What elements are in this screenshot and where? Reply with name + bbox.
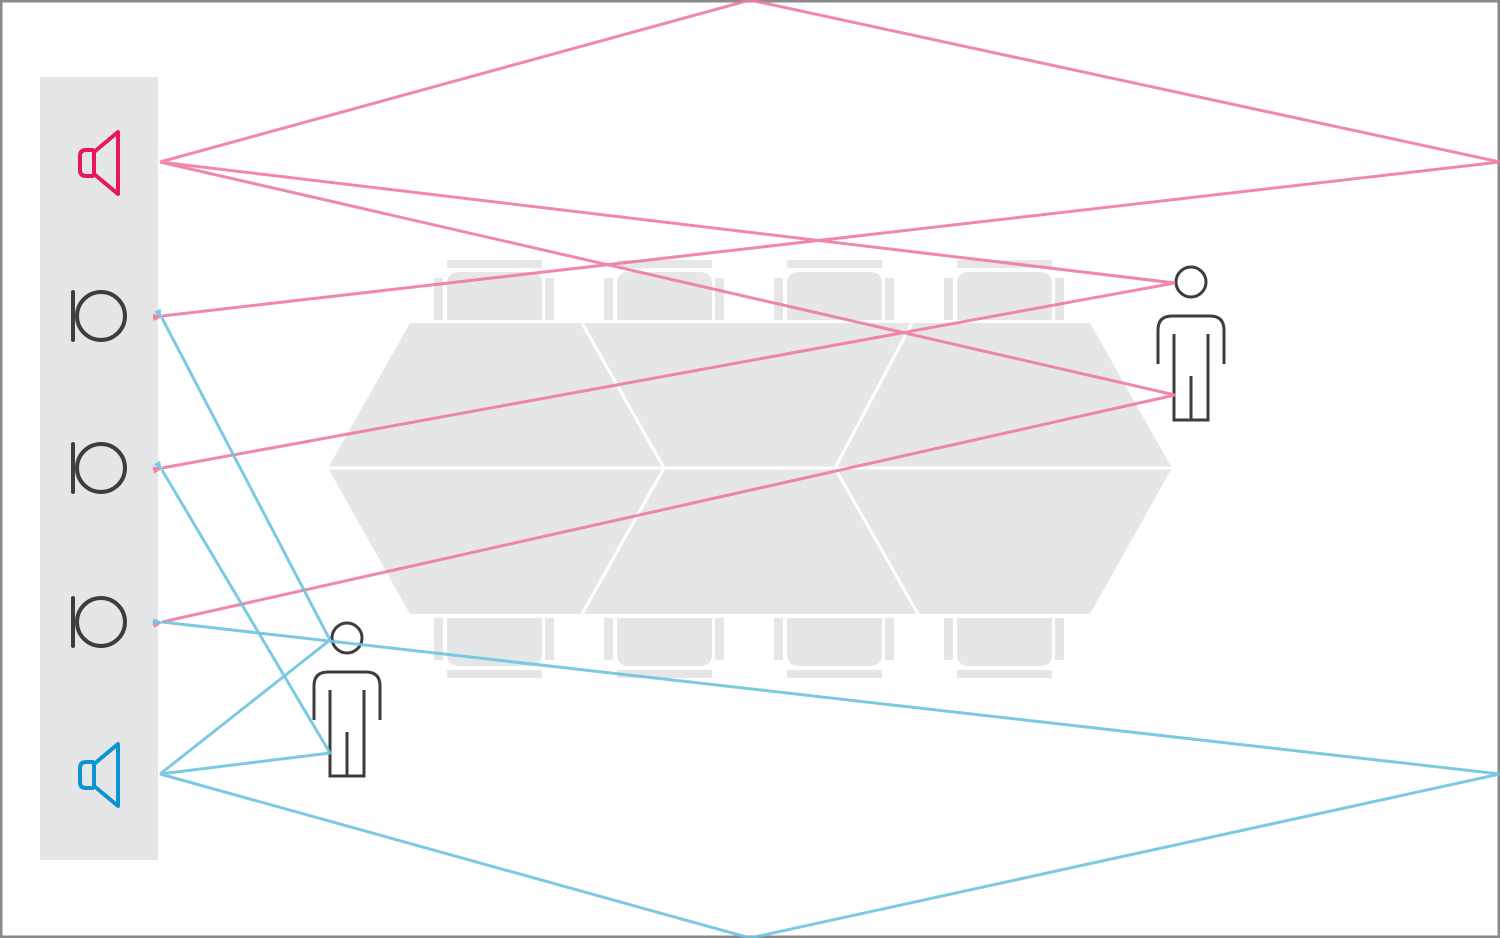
person-icon [312,621,382,778]
speaker-icon [78,130,120,196]
microphone-icon [71,290,127,342]
sound-paths-blue [160,318,1500,938]
conference-table [328,322,1172,615]
speaker-icon [78,742,120,808]
person-icon [1156,265,1226,422]
microphone-icon [71,442,127,494]
wall-panel [40,77,158,860]
sound-paths-pink [160,0,1500,622]
microphone-icon [71,596,127,648]
